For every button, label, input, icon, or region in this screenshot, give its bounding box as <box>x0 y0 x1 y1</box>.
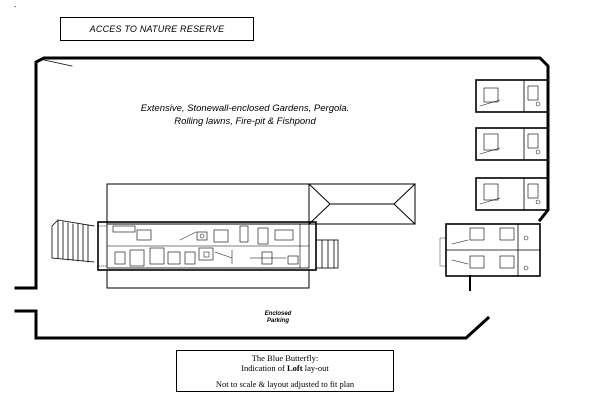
legend-title: The Blue Butterfly: <box>251 353 319 363</box>
legend-box: The Blue Butterfly: Indication of Loft l… <box>176 350 394 392</box>
east-wing <box>315 239 339 269</box>
parking-line-2: Parking <box>266 318 289 324</box>
legend-subtitle: Indication of Loft lay-out <box>241 363 329 373</box>
cabin-2 <box>475 127 549 161</box>
legend-loft-word: Loft <box>287 363 303 373</box>
enclosed-parking-label: Enclosed Parking <box>236 311 320 325</box>
cabin-3 <box>475 177 549 211</box>
gardens-description: Extensive, Stonewall-enclosed Gardens, P… <box>100 102 390 128</box>
boundary-wall <box>14 56 550 340</box>
pergola-roof <box>106 183 416 289</box>
cabin-1 <box>475 79 549 113</box>
cabin-4-double <box>445 223 541 277</box>
legend-note: Not to scale & layout adjusted to fit pl… <box>215 379 355 389</box>
access-nature-reserve-label: ACCES TO NATURE RESERVE <box>60 17 254 41</box>
gate-line <box>43 59 73 67</box>
corner-mark: - <box>14 4 17 11</box>
gardens-line-2: Rolling lawns, Fire-pit & Fishpond <box>174 116 316 127</box>
staircase <box>51 219 95 263</box>
gardens-line-1: Extensive, Stonewall-enclosed Gardens, P… <box>140 103 350 114</box>
cabin-4-deck <box>439 237 447 267</box>
parking-line-1: Enclosed <box>264 311 292 317</box>
main-building <box>97 221 317 271</box>
